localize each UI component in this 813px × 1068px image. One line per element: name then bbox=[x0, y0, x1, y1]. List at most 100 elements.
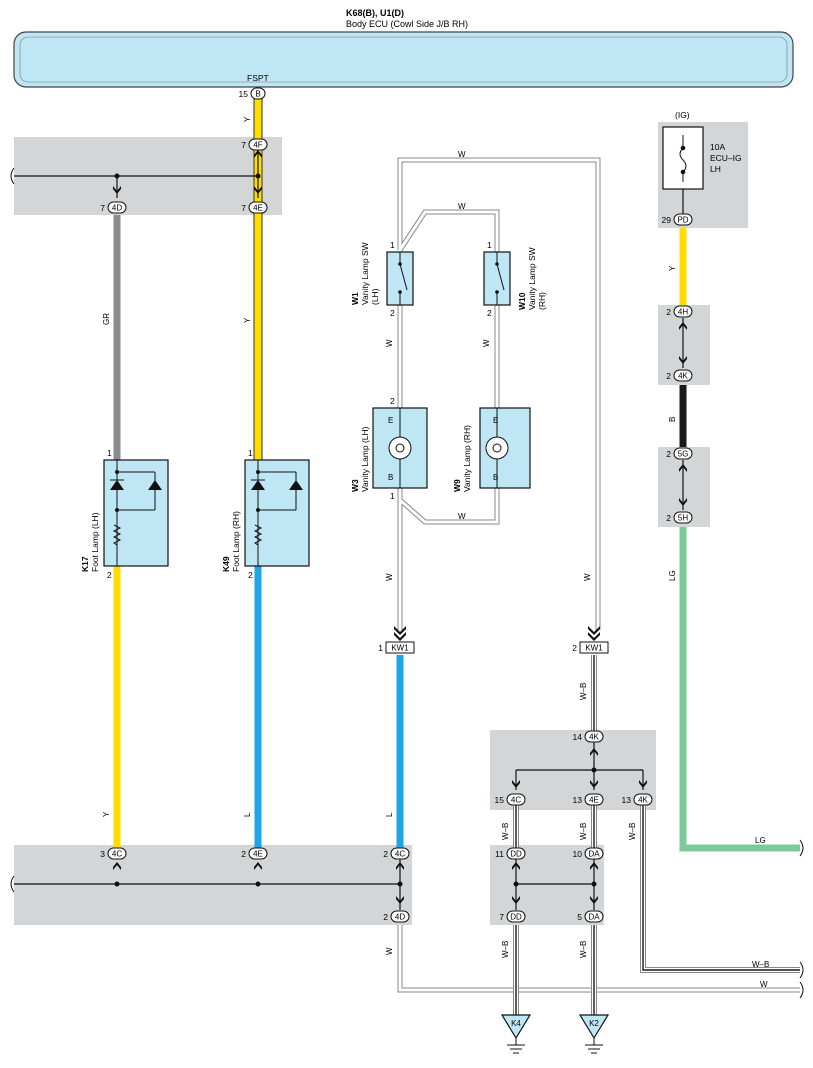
connector-codes: B 4F 4D 4E PD 4H 4K 5G 5H 4K 4C 4E 4K DD… bbox=[112, 90, 689, 922]
w10-name: Vanity Lamp SW bbox=[527, 247, 537, 310]
svg-text:Y: Y bbox=[243, 317, 252, 323]
svg-text:KW1: KW1 bbox=[585, 644, 603, 653]
svg-text:W–B: W–B bbox=[579, 823, 588, 840]
ecu-subtitle: Body ECU (Cowl Side J/B RH) bbox=[346, 19, 468, 29]
w9-name: Vanity Lamp (RH) bbox=[462, 425, 472, 492]
vanity-lamp-sw-rh bbox=[483, 251, 511, 306]
w3-name: Vanity Lamp (LH) bbox=[360, 426, 370, 492]
svg-text:1: 1 bbox=[248, 448, 253, 458]
ground-k2 bbox=[578, 1014, 610, 1054]
w3-code: W3 bbox=[350, 479, 360, 492]
svg-text:W: W bbox=[760, 980, 768, 989]
svg-text:1: 1 bbox=[487, 240, 492, 250]
svg-text:W–B: W–B bbox=[752, 960, 769, 969]
k49-code: K49 bbox=[221, 556, 231, 572]
svg-text:7: 7 bbox=[100, 203, 105, 213]
foot-lamp-rh bbox=[244, 459, 310, 567]
svg-text:11: 11 bbox=[495, 849, 504, 859]
ecu-title: K68(B), U1(D) bbox=[346, 8, 404, 18]
svg-text:LG: LG bbox=[755, 836, 766, 845]
fuse-icon bbox=[679, 135, 687, 182]
vanity-lamp-rh bbox=[479, 407, 531, 489]
ground-k4 bbox=[500, 1014, 532, 1054]
svg-text:W: W bbox=[385, 947, 394, 955]
svg-text:2: 2 bbox=[107, 570, 112, 580]
svg-text:B: B bbox=[668, 417, 677, 422]
svg-text:2: 2 bbox=[487, 308, 492, 318]
svg-text:L: L bbox=[385, 812, 394, 817]
bulb-icon bbox=[388, 436, 412, 460]
led-icon bbox=[110, 480, 124, 490]
svg-text:PD: PD bbox=[677, 216, 688, 225]
svg-text:1: 1 bbox=[107, 448, 112, 458]
w10-code: W10 bbox=[517, 292, 527, 310]
svg-text:2: 2 bbox=[390, 396, 395, 406]
k17-code: K17 bbox=[80, 556, 90, 572]
svg-text:4E: 4E bbox=[253, 204, 263, 213]
ecu-terminal-name: FSPT bbox=[247, 73, 269, 83]
foot-lamp-lh bbox=[103, 459, 169, 567]
svg-text:15: 15 bbox=[239, 89, 249, 99]
svg-text:4C: 4C bbox=[112, 850, 122, 859]
connector-pills bbox=[107, 87, 693, 923]
svg-text:W: W bbox=[458, 202, 466, 211]
svg-text:W–B: W–B bbox=[628, 823, 637, 840]
svg-text:W: W bbox=[385, 573, 394, 581]
svg-text:4F: 4F bbox=[253, 141, 262, 150]
svg-text:2: 2 bbox=[666, 449, 671, 459]
svg-text:GR: GR bbox=[102, 313, 111, 325]
svg-text:Y: Y bbox=[102, 811, 111, 817]
svg-text:4H: 4H bbox=[678, 308, 688, 317]
svg-text:W: W bbox=[458, 512, 466, 521]
svg-text:5G: 5G bbox=[678, 450, 689, 459]
wire-labels: Y Y GR Y L L W W W W W W W W W Y B LG LG… bbox=[102, 116, 769, 989]
svg-text:W: W bbox=[385, 339, 394, 347]
w9-mark-b: B bbox=[493, 473, 498, 482]
w1-side: (LH) bbox=[370, 288, 380, 305]
svg-text:DA: DA bbox=[588, 913, 600, 922]
svg-text:2: 2 bbox=[390, 308, 395, 318]
w3-mark-b: B bbox=[388, 473, 393, 482]
svg-text:13: 13 bbox=[622, 795, 632, 805]
svg-text:Y: Y bbox=[668, 265, 677, 271]
body-ecu-box bbox=[13, 31, 794, 88]
svg-text:1: 1 bbox=[390, 491, 395, 501]
vanity-lamp-sw-lh bbox=[386, 251, 414, 306]
w1-name: Vanity Lamp SW bbox=[360, 242, 370, 305]
svg-text:L: L bbox=[243, 812, 252, 817]
svg-text:7: 7 bbox=[241, 140, 246, 150]
photo-transistor-icon bbox=[148, 480, 162, 490]
wires bbox=[10, 98, 804, 1015]
svg-text:W: W bbox=[482, 339, 491, 347]
svg-text:4K: 4K bbox=[678, 372, 688, 381]
svg-text:5: 5 bbox=[577, 912, 582, 922]
w9-code: W9 bbox=[452, 479, 462, 492]
svg-text:W–B: W–B bbox=[579, 683, 588, 700]
connector-pin-numbers: 15 7 7 7 29 2 2 2 2 14 15 13 13 11 10 7 … bbox=[100, 89, 671, 922]
svg-text:2: 2 bbox=[383, 912, 388, 922]
fuse-name: ECU–IG bbox=[710, 153, 742, 163]
svg-text:2: 2 bbox=[666, 307, 671, 317]
svg-text:1: 1 bbox=[378, 643, 383, 653]
w10-side: (RH) bbox=[537, 292, 547, 310]
svg-text:LG: LG bbox=[668, 570, 677, 581]
svg-text:15: 15 bbox=[495, 795, 505, 805]
svg-text:4K: 4K bbox=[638, 796, 648, 805]
svg-text:13: 13 bbox=[573, 795, 583, 805]
svg-text:4C: 4C bbox=[511, 796, 521, 805]
svg-text:KW1: KW1 bbox=[391, 644, 409, 653]
svg-text:4E: 4E bbox=[589, 796, 599, 805]
svg-text:W: W bbox=[583, 573, 592, 581]
svg-text:1: 1 bbox=[390, 240, 395, 250]
svg-text:4C: 4C bbox=[395, 850, 405, 859]
led-icon bbox=[251, 480, 265, 490]
ground-k4-label: K4 bbox=[511, 1019, 521, 1028]
component-labels: K17 Foot Lamp (LH) K49 Foot Lamp (RH) W1… bbox=[80, 242, 547, 572]
svg-text:B: B bbox=[255, 90, 260, 99]
svg-text:7: 7 bbox=[499, 912, 504, 922]
svg-text:10: 10 bbox=[573, 849, 583, 859]
w9-mark-e: E bbox=[493, 416, 498, 425]
svg-text:14: 14 bbox=[573, 732, 583, 742]
svg-text:4D: 4D bbox=[112, 204, 122, 213]
